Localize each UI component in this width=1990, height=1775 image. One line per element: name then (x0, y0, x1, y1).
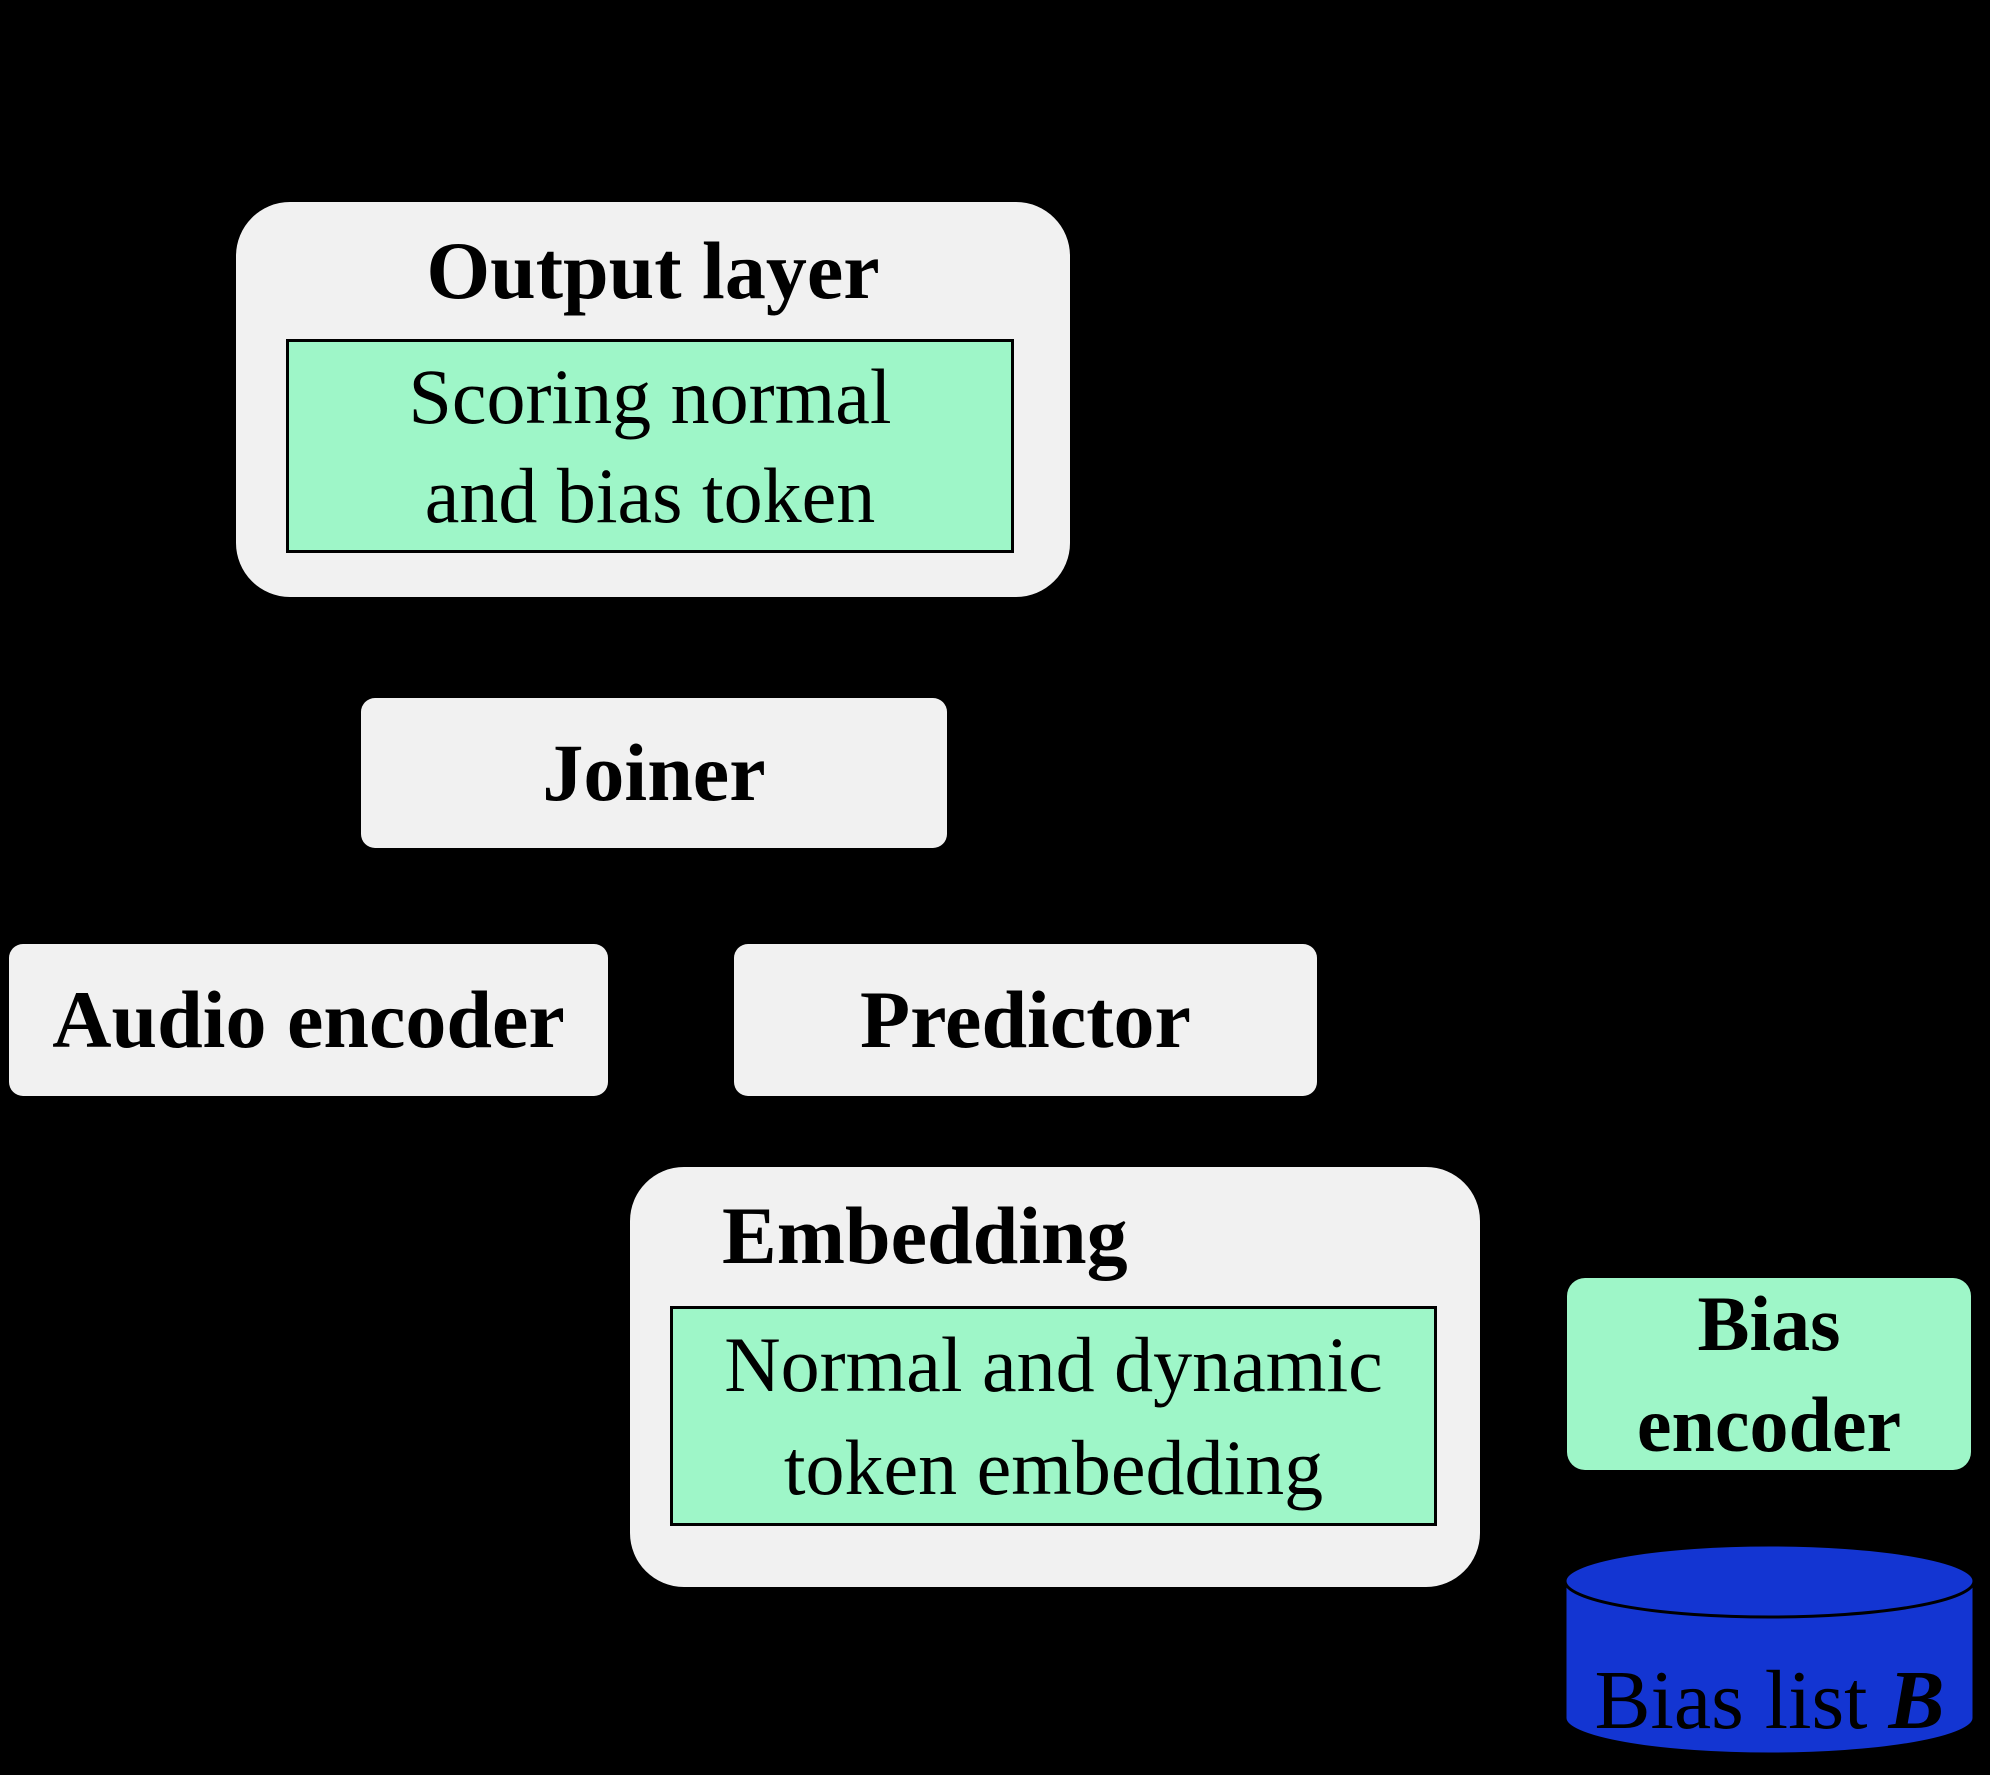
node-embedding: Embedding Normal and dynamic token embed… (630, 1167, 1480, 1587)
detail-line: token embedding (783, 1424, 1324, 1511)
bias-list-text: Bias list (1594, 1654, 1889, 1747)
node-bias-encoder: Bias encoder (1567, 1278, 1971, 1470)
detail-line: Normal and dynamic (724, 1321, 1383, 1408)
node-bias-encoder-line: encoder (1636, 1381, 1902, 1468)
database-cylinder-icon (1563, 1543, 1976, 1756)
node-embedding-detail-box: Normal and dynamic token embedding (670, 1306, 1437, 1526)
node-embedding-title: Embedding (722, 1189, 1128, 1281)
node-audio-encoder-title: Audio encoder (52, 974, 565, 1065)
node-output-layer-detail-box: Scoring normal and bias token (286, 339, 1014, 553)
node-audio-encoder: Audio encoder (9, 944, 608, 1096)
node-predictor: Predictor (734, 944, 1317, 1096)
node-joiner-title: Joiner (542, 727, 766, 818)
node-output-layer: Output layer Scoring normal and bias tok… (236, 202, 1070, 597)
node-output-layer-title: Output layer (426, 224, 880, 316)
detail-line: and bias token (424, 452, 876, 539)
node-predictor-title: Predictor (860, 974, 1191, 1065)
bias-list-symbol: B (1888, 1654, 1945, 1747)
node-bias-list-database: Bias list B (1562, 1541, 1977, 1757)
node-joiner: Joiner (361, 698, 947, 848)
node-bias-encoder-line: Bias (1697, 1280, 1841, 1367)
detail-line: Scoring normal (408, 353, 892, 440)
node-bias-list-label: Bias list B (1562, 1659, 1977, 1743)
